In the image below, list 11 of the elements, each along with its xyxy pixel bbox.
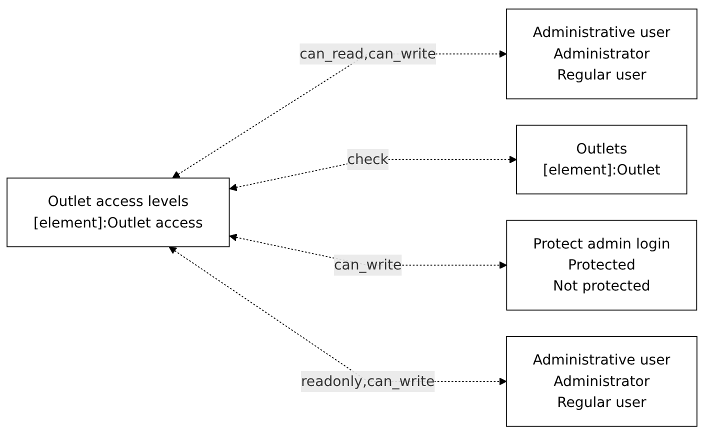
edge-label: can_read,can_write bbox=[300, 44, 436, 62]
arrow bbox=[172, 50, 507, 178]
node-box: Protect admin login Protected Not protected bbox=[506, 220, 698, 310]
node-box: Administrative user Administrator Regular user bbox=[506, 336, 698, 427]
node-box: Outlets [element]:Outlet bbox=[516, 124, 688, 194]
edge-label: check bbox=[347, 150, 388, 168]
node-box: Outlet access levels [element]:Outlet access bbox=[6, 177, 230, 247]
node-box: Administrative user Administrator Regular user bbox=[506, 8, 698, 100]
edge-label: can_write bbox=[334, 256, 402, 273]
arrow bbox=[168, 246, 507, 386]
edge-label: readonly,can_write bbox=[300, 372, 435, 390]
